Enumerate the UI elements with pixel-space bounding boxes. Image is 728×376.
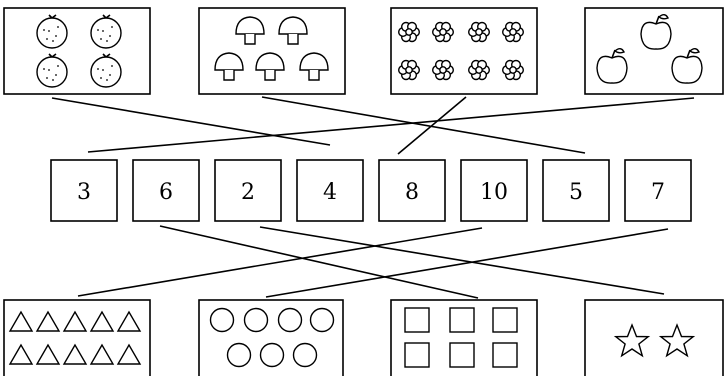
picture-box-apples [584, 7, 724, 95]
apple-icon [596, 14, 703, 84]
picture-box-oranges [3, 7, 151, 95]
mushroom-icon [214, 16, 329, 81]
picture-box-stars [584, 299, 724, 376]
connector-7-circles [265, 228, 669, 298]
connector-oranges-4 [51, 97, 331, 146]
connector-flowers-8 [397, 96, 467, 155]
number-label: 10 [480, 180, 508, 205]
picture-box-mushrooms [198, 7, 346, 95]
number-label: 3 [77, 180, 91, 205]
picture-box-flowers [390, 7, 538, 95]
connector-2-stars [259, 226, 665, 295]
number-box[interactable]: 8 [378, 159, 446, 222]
number-box[interactable]: 7 [624, 159, 692, 222]
square-icon [404, 307, 518, 368]
connector-mushrooms-5 [261, 96, 586, 154]
number-box[interactable]: 2 [214, 159, 282, 222]
connector-6-squares [159, 225, 479, 299]
connector-lines [51, 96, 695, 299]
connector-10-triangles [77, 227, 483, 297]
picture-box-circles [198, 299, 344, 376]
number-label: 4 [323, 180, 337, 205]
flower-icon [398, 21, 525, 81]
number-row: 3 6 2 4 8 10 5 7 [50, 159, 692, 222]
number-box[interactable]: 10 [460, 159, 528, 222]
number-box[interactable]: 4 [296, 159, 364, 222]
number-box[interactable]: 6 [132, 159, 200, 222]
number-label: 7 [651, 180, 665, 205]
number-label: 6 [159, 180, 173, 205]
picture-box-triangles [3, 299, 151, 376]
number-label: 2 [241, 180, 255, 205]
number-box[interactable]: 5 [542, 159, 610, 222]
number-box[interactable]: 3 [50, 159, 118, 222]
circle-icon [209, 307, 335, 368]
star-icon [613, 323, 696, 358]
number-label: 5 [569, 180, 583, 205]
triangle-icon [8, 310, 142, 365]
orange-icon [36, 14, 122, 88]
picture-box-squares [390, 299, 538, 376]
number-label: 8 [405, 180, 419, 205]
connector-apples-3 [87, 97, 695, 153]
